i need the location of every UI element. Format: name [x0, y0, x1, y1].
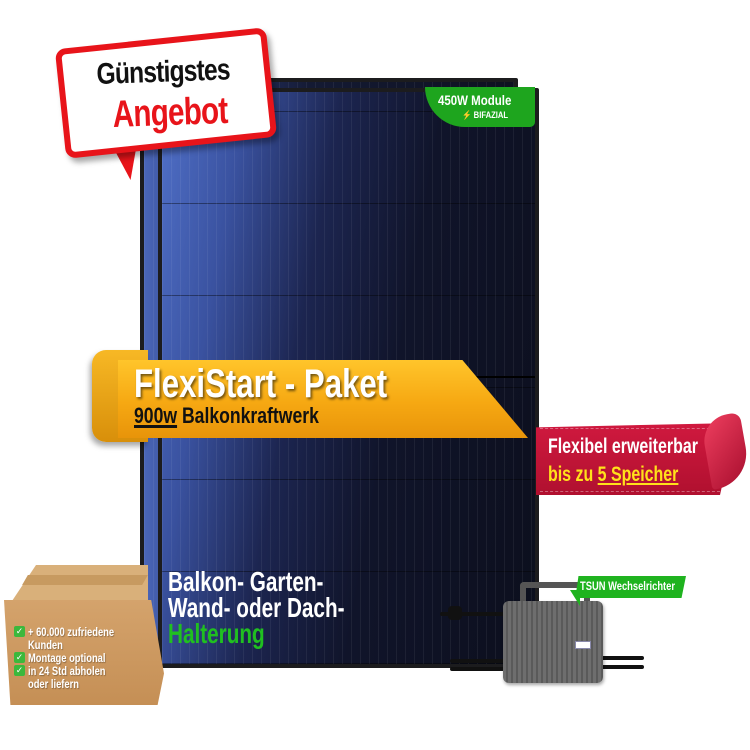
bifazial-label: BIFAZIAL — [473, 110, 509, 120]
mounting-line2: Wand- oder Dach- — [168, 592, 345, 623]
tsun-tag — [574, 576, 686, 598]
list-item: ✓ in 24 Std abholen — [14, 664, 106, 678]
package-subtitle: 900w Balkonkraftwerk — [134, 403, 319, 429]
checkmark-icon: ✓ — [14, 665, 25, 676]
gold-ribbon — [118, 360, 528, 438]
box-tape — [22, 575, 148, 585]
module-tag — [425, 87, 535, 127]
ac-cable-1 — [450, 659, 510, 663]
expandable-text: Flexibel erweiterbar — [548, 435, 698, 458]
package-type: Balkonkraftwerk — [177, 403, 319, 428]
storage-count: 5 Speicher — [597, 463, 679, 486]
ac-cable-2 — [450, 667, 510, 671]
checkmark-icon: ✓ — [14, 652, 25, 663]
out-cable-1 — [600, 656, 644, 660]
storage-prefix: bis zu — [548, 463, 598, 486]
storage-text: bis zu 5 Speicher — [548, 463, 678, 487]
cable-connector — [448, 606, 462, 620]
badge-line1: Günstigstes — [96, 53, 231, 91]
out-cable-2 — [600, 665, 644, 669]
module-type: ⚡ BIFAZIAL — [462, 110, 508, 121]
package-title: FlexiStart - Paket — [134, 362, 388, 406]
package-power: 900w — [134, 403, 178, 428]
cardboard-box — [4, 600, 164, 705]
mounting-line1: Balkon- Garten- — [168, 566, 324, 597]
red-ribbon-stitching — [540, 428, 720, 492]
list-item-cont: oder liefern — [28, 677, 79, 691]
badge-line2: Angebot — [112, 89, 229, 136]
list-item: ✓ Montage optional — [14, 651, 106, 665]
mounting-line3: Halterung — [168, 618, 265, 649]
inverter-label: TSUN Wechselrichter — [580, 579, 676, 593]
checkmark-icon: ✓ — [14, 626, 25, 637]
list-item: ✓ + 60.000 zufriedene — [14, 625, 115, 639]
module-wattage: 450W Module — [438, 92, 512, 108]
inverter-logo — [575, 641, 591, 649]
dc-cable — [440, 612, 510, 616]
list-item-cont: Kunden — [28, 638, 63, 652]
feature-list: ✓ + 60.000 zufriedene Kunden ✓ Montage o… — [14, 626, 138, 691]
tsun-tag-tail — [570, 590, 580, 606]
red-ribbon — [536, 423, 736, 495]
lightning-icon: ⚡ — [462, 110, 472, 120]
